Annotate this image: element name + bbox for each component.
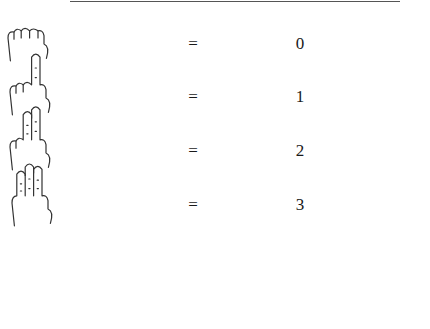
count-number: 1 (296, 87, 305, 107)
equals-sign: = (188, 141, 198, 161)
two-finger-hand (10, 107, 50, 170)
equals-sign: = (188, 34, 198, 54)
rule-line (70, 1, 400, 2)
fist-hand (8, 28, 48, 60)
three-finger-hand (12, 164, 52, 226)
one-finger-hand (10, 54, 50, 115)
count-number: 3 (296, 195, 305, 215)
equals-sign: = (188, 87, 198, 107)
count-number: 2 (296, 141, 305, 161)
equals-sign: = (188, 195, 198, 215)
count-number: 0 (296, 34, 305, 54)
